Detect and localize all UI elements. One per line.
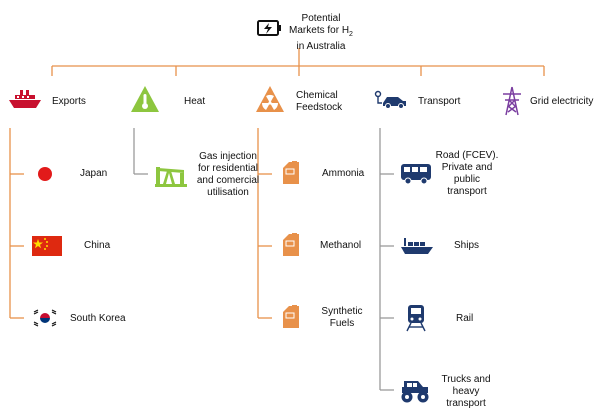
south-korea-flag-icon: [32, 308, 58, 328]
thermometer-warning-icon: [131, 86, 159, 112]
chemical-synthetic-fuels: Synthetic Fuels: [321, 306, 363, 329]
chemical-methanol: Methanol: [320, 240, 362, 251]
monster-truck-icon: [401, 381, 429, 403]
transport-ships: Ships: [454, 240, 480, 251]
transport-road-fcev: Road (FCEV). Private and public transpor…: [435, 150, 499, 197]
oil-pump-icon: [155, 167, 187, 187]
electric-car-icon: [374, 90, 406, 109]
category-heat: Heat: [184, 96, 206, 107]
power-pylon-icon: [503, 86, 521, 116]
chemical-ammonia: Ammonia: [322, 168, 365, 179]
category-transport: Transport: [418, 96, 461, 107]
export-south-korea: South Korea: [70, 313, 126, 324]
battery-charge-icon: [257, 20, 281, 36]
category-exports: Exports: [52, 96, 86, 107]
export-china: China: [84, 240, 111, 251]
ship-icon: [9, 90, 41, 108]
heat-gas-injection: Gas injection for residential and comerc…: [196, 151, 260, 198]
category-chemical-feedstock: Chemical Feedstock: [296, 90, 343, 113]
train-icon: [406, 305, 426, 332]
bus-icon: [401, 164, 431, 185]
jerrycan-icon: [283, 161, 299, 184]
export-japan: Japan: [80, 168, 108, 179]
radiation-warning-icon: [256, 86, 284, 112]
japan-flag-icon: [38, 167, 52, 181]
cargo-ship-icon: [401, 238, 433, 254]
category-grid-electricity: Grid electricity: [530, 96, 594, 107]
root-title: Potential Markets for H2 in Australia: [289, 13, 353, 52]
jerrycan-icon: [283, 305, 299, 328]
transport-rail: Rail: [456, 313, 474, 324]
jerrycan-icon: [283, 233, 299, 256]
transport-trucks: Trucks and heavy transport: [441, 374, 491, 409]
china-flag-icon: [32, 236, 62, 256]
